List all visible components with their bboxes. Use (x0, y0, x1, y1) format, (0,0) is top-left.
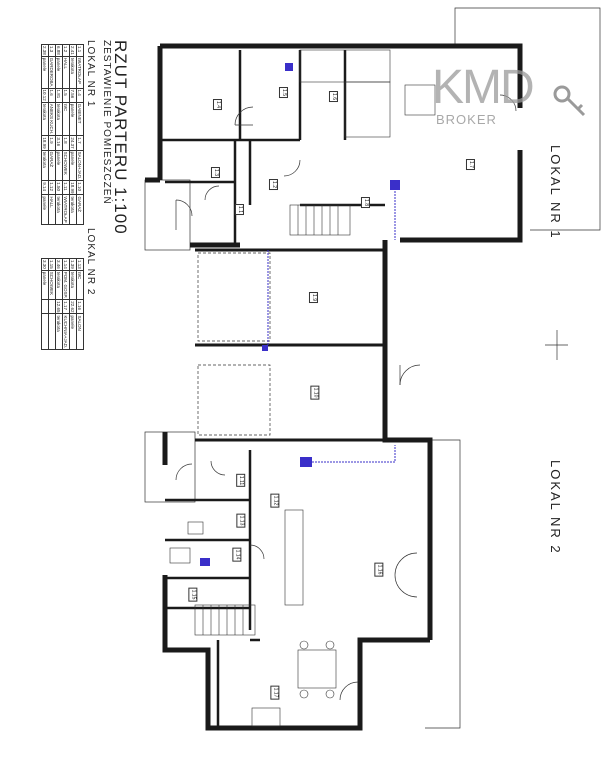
room-tag-1-5: 1.5 (278, 87, 288, 98)
parking-outline-1 (197, 252, 271, 342)
parking-outline-2 (197, 364, 271, 436)
kmd-watermark: KMD BROKER (432, 60, 586, 127)
room-tag-1-3: 1.3 (210, 167, 220, 178)
room-tag-1-11: 1.11 (236, 473, 246, 488)
broker-tagline: BROKER (436, 112, 497, 127)
entrance-porch-top (144, 179, 191, 251)
room-tag-1-12: 1.12 (270, 493, 280, 508)
room-tag-1-7: 1.7 (465, 159, 475, 170)
room-tag-1-6: 1.6 (328, 91, 338, 102)
room-tag-1-4: 1.4 (212, 99, 222, 110)
room-tag-1-13: 1.13 (236, 513, 246, 528)
room-tag-1-15: 1.15 (188, 587, 198, 602)
kmd-brand-text: KMD (432, 61, 535, 114)
room-tag-1-14: 1.14 (232, 547, 242, 562)
room-tag-1-17: 1.17 (270, 685, 280, 700)
key-icon (553, 85, 586, 117)
room-tag-1-10: 1.10 (310, 385, 320, 400)
terrace-outline-bottom (425, 439, 461, 729)
room-tag-1-8: 1.8 (360, 197, 370, 208)
room-tag-1-9: 1.9 (308, 292, 318, 303)
terrace-outline-top (454, 7, 601, 231)
entrance-porch-bottom (144, 431, 196, 503)
room-tag-1-1: 1.1 (234, 204, 244, 215)
room-tag-1-16: 1.16 (374, 562, 384, 577)
room-tag-1-2: 1.2 (268, 179, 278, 190)
